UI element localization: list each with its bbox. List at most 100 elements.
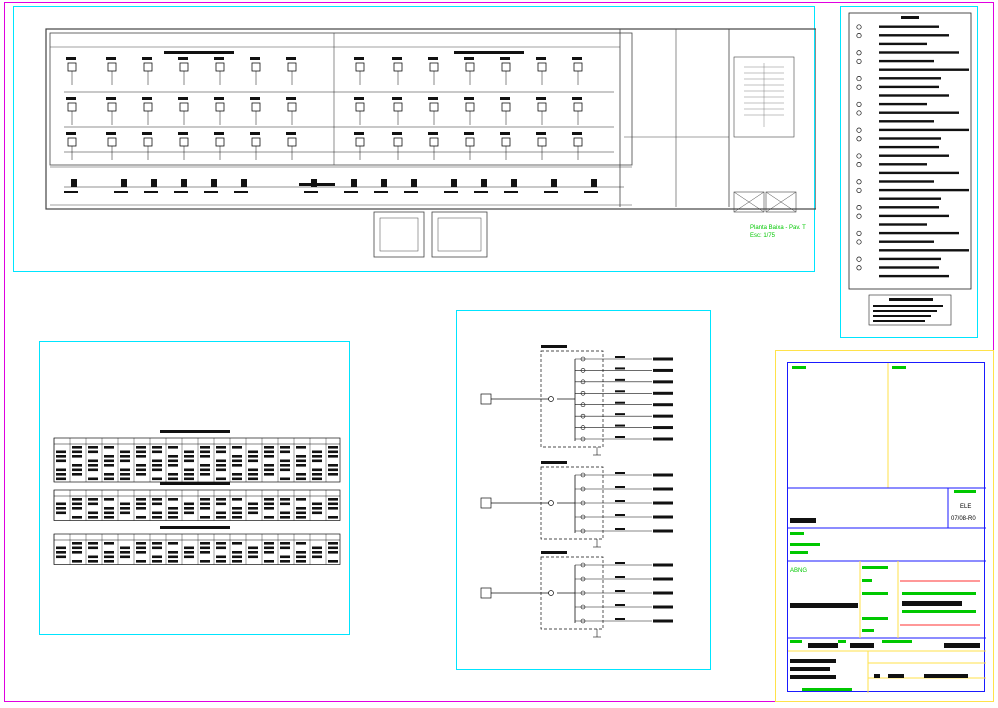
legend-note [873, 310, 937, 312]
single-line-diagram-viewport[interactable] [456, 310, 711, 670]
legend-row [879, 145, 939, 149]
light-fixture [214, 132, 225, 160]
light-fixture [250, 132, 261, 160]
legend-note [873, 320, 925, 322]
light-fixture [178, 132, 189, 160]
legend-row [856, 127, 969, 133]
discipline-code: ELE [960, 504, 972, 510]
legend-row [879, 197, 941, 200]
legend-row [856, 265, 939, 271]
legend-row [879, 274, 949, 278]
legend-note [873, 305, 943, 307]
load-table [53, 430, 341, 483]
legend-row [879, 223, 927, 226]
light-fixture [392, 57, 403, 85]
light-fixture [572, 132, 583, 160]
outlet-symbol [504, 179, 518, 193]
outlet-symbol [204, 179, 218, 193]
light-fixture [500, 97, 511, 125]
light-fixture [464, 132, 475, 160]
legend-row [856, 84, 939, 90]
outlet-symbol [544, 179, 558, 193]
distribution-panel [480, 345, 673, 456]
outlet-symbol [444, 179, 458, 193]
light-fixture [142, 97, 153, 125]
light-fixture [428, 97, 439, 125]
light-fixture [428, 57, 439, 85]
outlet-symbol [64, 179, 78, 193]
legend-row [879, 42, 927, 46]
legend-row [856, 179, 934, 185]
legend-row [879, 249, 969, 252]
light-fixture [286, 57, 297, 85]
load-table [53, 482, 341, 521]
light-fixture [142, 132, 153, 160]
light-fixture [286, 132, 297, 160]
legend-row [856, 205, 939, 211]
load-tables-viewport[interactable] [39, 341, 350, 635]
legend-row [856, 153, 949, 159]
light-fixture [214, 97, 225, 125]
light-fixture [392, 132, 403, 160]
legend-row [879, 120, 934, 123]
field-label: ABNG [790, 568, 808, 574]
outlet-symbol [584, 179, 598, 193]
legend-row [856, 162, 927, 168]
distribution-panel [480, 461, 673, 548]
outlet-symbol [344, 179, 358, 193]
light-fixture [66, 57, 77, 85]
legend-row [879, 94, 949, 97]
title-block-frame [775, 350, 994, 702]
light-fixture [500, 57, 511, 85]
legend-row [856, 136, 941, 142]
legend-row [856, 50, 959, 56]
legend-row [856, 256, 941, 262]
light-fixture [66, 97, 77, 125]
legend-row [856, 110, 959, 116]
outlet-symbol [404, 179, 418, 193]
sheet-number: 07/08-R0 [951, 516, 976, 522]
light-fixture [428, 132, 439, 160]
outlet-symbol [144, 179, 158, 193]
legend-row [856, 76, 941, 82]
light-fixture [354, 97, 365, 125]
floor-plan-viewport[interactable]: Planta Baixa - Pav. T Esc: 1/75 [13, 6, 816, 272]
light-fixture [536, 57, 547, 85]
legend-viewport[interactable] [840, 6, 978, 338]
outlet-symbol [474, 179, 488, 193]
legend-row [856, 101, 927, 107]
legend-note [873, 315, 931, 317]
legend-row [879, 171, 959, 175]
outlet-symbol [234, 179, 248, 193]
light-fixture [536, 97, 547, 125]
light-fixture [250, 97, 261, 125]
legend-row [856, 230, 959, 236]
title-block-drawing [788, 363, 986, 693]
light-fixture [392, 97, 403, 125]
load-tables-drawing [53, 430, 341, 565]
light-fixture [572, 57, 583, 85]
light-fixture [106, 57, 117, 85]
light-fixture [214, 57, 225, 85]
floor-plan-title: Planta Baixa - Pav. T [750, 225, 806, 231]
light-fixture [354, 132, 365, 160]
legend-drawing [848, 12, 972, 326]
outlet-symbol [174, 179, 188, 193]
load-table [53, 526, 341, 565]
floor-plan-drawing [45, 28, 816, 258]
light-fixture [142, 57, 153, 85]
light-fixture [250, 57, 261, 85]
outlet-symbol [114, 179, 128, 193]
legend-row [856, 33, 949, 39]
title-block[interactable]: ELE 07/08-R0 ABNG [787, 362, 986, 693]
light-fixture [66, 132, 77, 160]
legend-row [856, 213, 949, 219]
light-fixture [464, 97, 475, 125]
light-fixture [106, 97, 117, 125]
outlet-symbol [374, 179, 388, 193]
light-fixture [178, 57, 189, 85]
light-fixture [572, 97, 583, 125]
legend-row [856, 187, 969, 193]
floor-plan-scale: Esc: 1/75 [750, 233, 776, 239]
light-fixture [354, 57, 365, 85]
